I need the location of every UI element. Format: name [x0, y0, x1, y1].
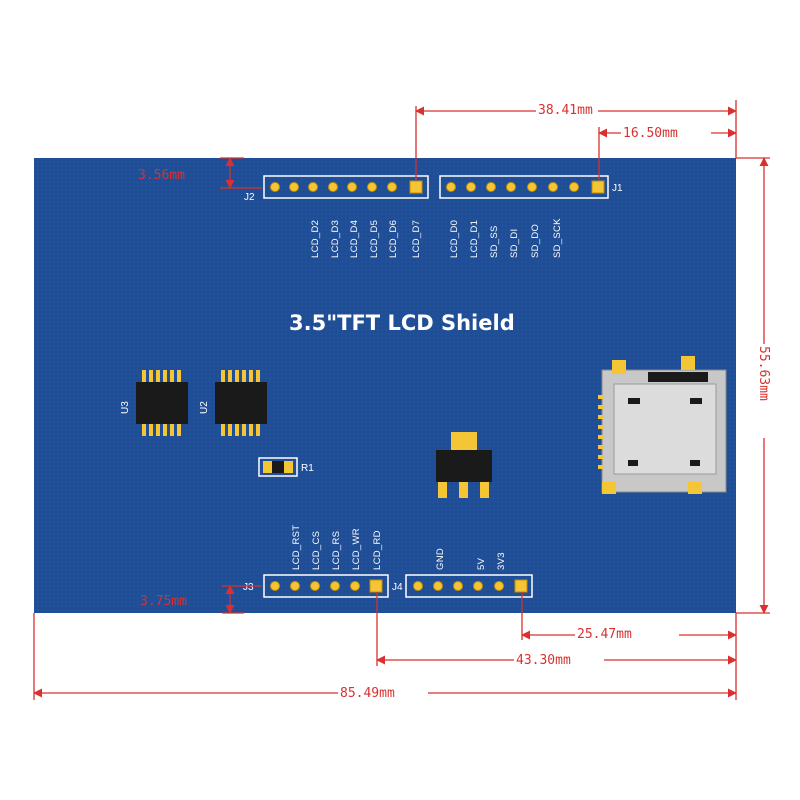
chip-u3-label: U3: [120, 401, 131, 414]
pin-label-lcd-d1: LCD_D1: [469, 220, 480, 258]
dim-label-43-30: 43.30mm: [516, 653, 571, 668]
voltage-regulator: [436, 432, 492, 498]
dim-label-55-63: 55.63mm: [756, 346, 771, 401]
pin-label-sd-do: SD_DO: [530, 224, 541, 258]
header-j4-pins: [413, 579, 528, 593]
chip-u2-label: U2: [199, 401, 210, 414]
chip-u2: U2: [199, 370, 267, 436]
dim-label-3-56: 3.56mm: [138, 168, 185, 183]
pin-label-lcd-d4: LCD_D4: [349, 220, 360, 258]
pin-label-lcd-wr: LCD_WR: [351, 528, 362, 570]
board-title: 3.5"TFT LCD Shield: [289, 311, 515, 335]
resistor-r1: R1: [258, 457, 314, 477]
resistor-r1-label: R1: [301, 463, 314, 474]
header-j3-label: J3: [243, 582, 254, 593]
pin-label-lcd-d0: LCD_D0: [449, 220, 460, 258]
sd-card-slot: [598, 356, 727, 494]
pin-label-lcd-d5: LCD_D5: [369, 220, 380, 258]
pin-label-lcd-d3: LCD_D3: [330, 220, 341, 258]
pin-label-sd-sck: SD_SCK: [552, 218, 563, 258]
header-j3-pins: [270, 579, 383, 593]
pin-label-lcd-d2: LCD_D2: [310, 220, 321, 258]
dim-label-3-75: 3.75mm: [140, 594, 187, 609]
header-j1-label: J1: [612, 183, 623, 194]
pin-label-gnd: GND: [435, 548, 446, 570]
pin-label-lcd-d6: LCD_D6: [388, 220, 399, 258]
pin-label-sd-di: SD_DI: [509, 229, 520, 258]
header-j2-label: J2: [244, 192, 255, 203]
pin-label-sd-ss: SD_SS: [489, 225, 500, 258]
header-j1-pins: [446, 180, 605, 194]
dim-label-38-41: 38.41mm: [538, 103, 593, 118]
pin-label-lcd-cs: LCD_CS: [311, 531, 322, 570]
header-j2-pins: [270, 180, 423, 194]
dim-label-16-50: 16.50mm: [623, 126, 678, 141]
header-j1: J1 LCD_D0 LCD_D1 SD_SS SD_DI SD_DO SD_SC…: [439, 175, 623, 258]
pin-label-5v: 5V: [476, 557, 487, 570]
dim-label-25-47: 25.47mm: [577, 627, 632, 642]
dim-label-85-49: 85.49mm: [340, 686, 395, 701]
pin-label-lcd-d7: LCD_D7: [411, 220, 422, 258]
chip-u3: U3: [120, 370, 188, 436]
pin-label-3v3: 3V3: [496, 552, 507, 570]
pin-label-lcd-rd: LCD_RD: [372, 530, 383, 570]
header-j4: J4 GND 5V 3V3: [392, 548, 533, 598]
pin-label-lcd-rst: LCD_RST: [291, 525, 302, 570]
header-j2: J2 LCD_D2 LCD_D3 LCD_D4 LCD_D5 LCD_D6 LC…: [244, 175, 429, 258]
pin-label-lcd-rs: LCD_RS: [331, 531, 342, 570]
header-j3: J3 LCD_RST LCD_CS LCD_RS LCD_WR LCD_RD: [243, 525, 389, 598]
header-j4-label: J4: [392, 582, 403, 593]
